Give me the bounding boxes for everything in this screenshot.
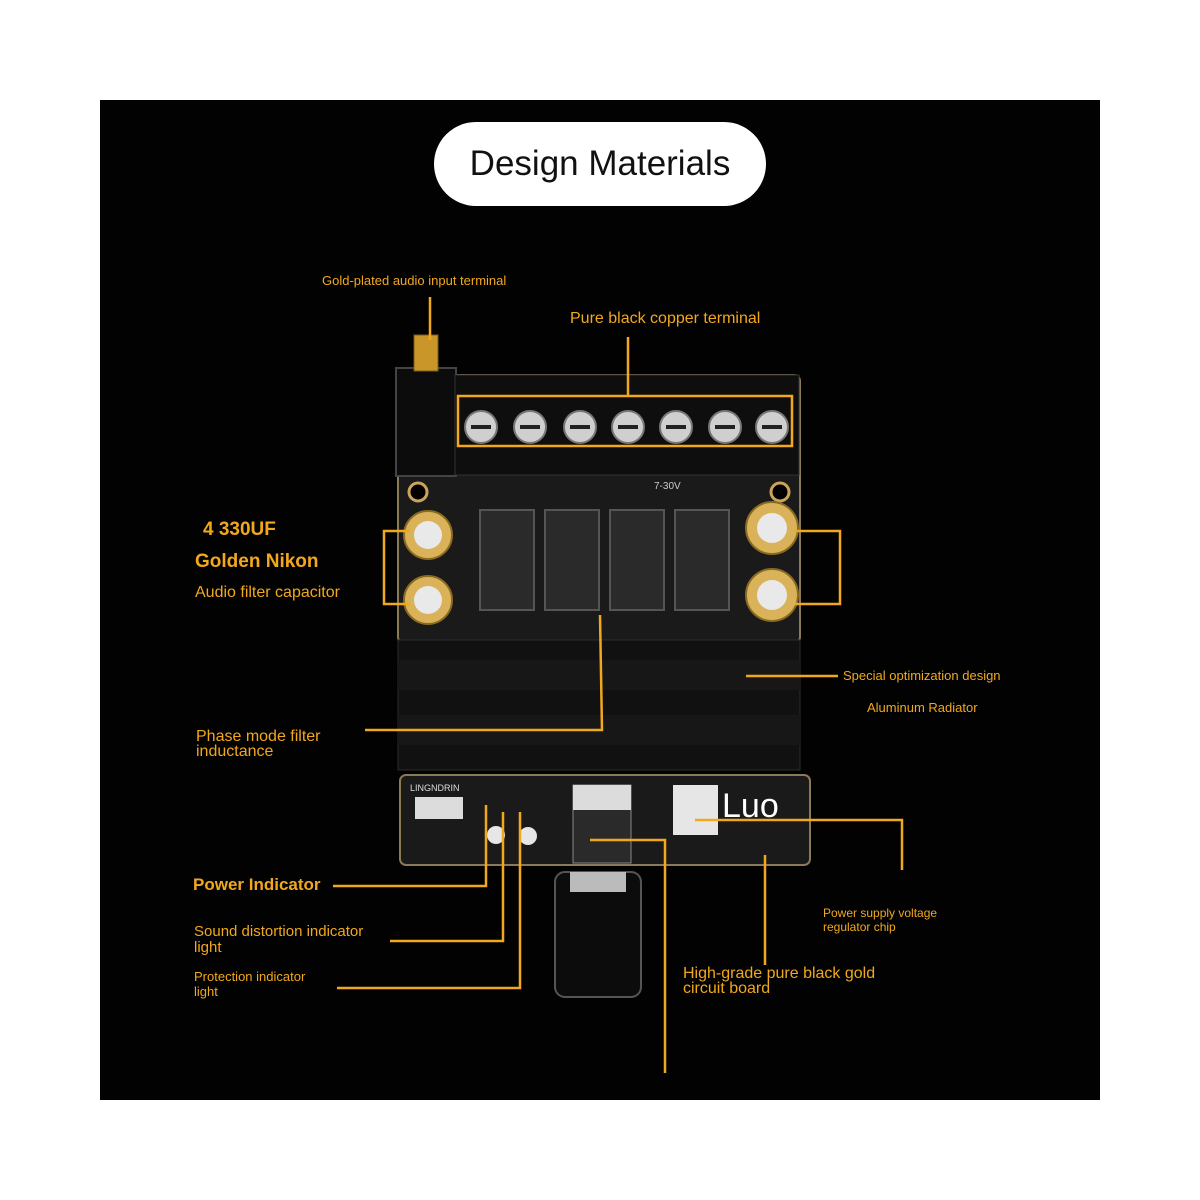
label-copper-terminal: Pure black copper terminal bbox=[570, 310, 761, 327]
label-protection-1: Protection indicator bbox=[194, 969, 306, 984]
label-audio-input: Gold-plated audio input terminal bbox=[322, 273, 507, 288]
label-cap-desc: Audio filter capacitor bbox=[195, 584, 340, 601]
label-inductance-1: Phase mode filter bbox=[196, 728, 321, 745]
terminal-screws bbox=[464, 410, 789, 444]
label-power-indicator: Power Indicator bbox=[193, 875, 321, 894]
label-circuit-2: circuit board bbox=[683, 980, 771, 997]
voltage-marking: 7-30V bbox=[654, 481, 681, 492]
aluminum-radiator bbox=[397, 639, 801, 771]
silkscreen-left: LINGNDRIN bbox=[410, 783, 460, 793]
inductors bbox=[479, 509, 730, 611]
label-optimization: Special optimization design bbox=[843, 668, 1001, 683]
title-pill: Design Materials bbox=[434, 122, 766, 206]
label-circuit-1: High-grade pure black gold bbox=[683, 965, 876, 982]
silkscreen-logo: Luo bbox=[722, 787, 779, 825]
label-radiator: Aluminum Radiator bbox=[867, 700, 978, 715]
label-cap-count: 4 330UF bbox=[203, 519, 276, 540]
label-cap-brand: Golden Nikon bbox=[195, 551, 319, 572]
label-regulator-1: Power supply voltage bbox=[823, 906, 938, 920]
audio-jack bbox=[395, 367, 457, 477]
label-inductance-2: inductance bbox=[196, 743, 274, 760]
label-distortion-2: light bbox=[194, 939, 222, 956]
label-regulator-2: regulator chip bbox=[823, 920, 896, 934]
callout-lines bbox=[333, 297, 904, 1073]
label-protection-2: light bbox=[194, 984, 218, 999]
label-distortion-1: Sound distortion indicator bbox=[194, 923, 364, 940]
